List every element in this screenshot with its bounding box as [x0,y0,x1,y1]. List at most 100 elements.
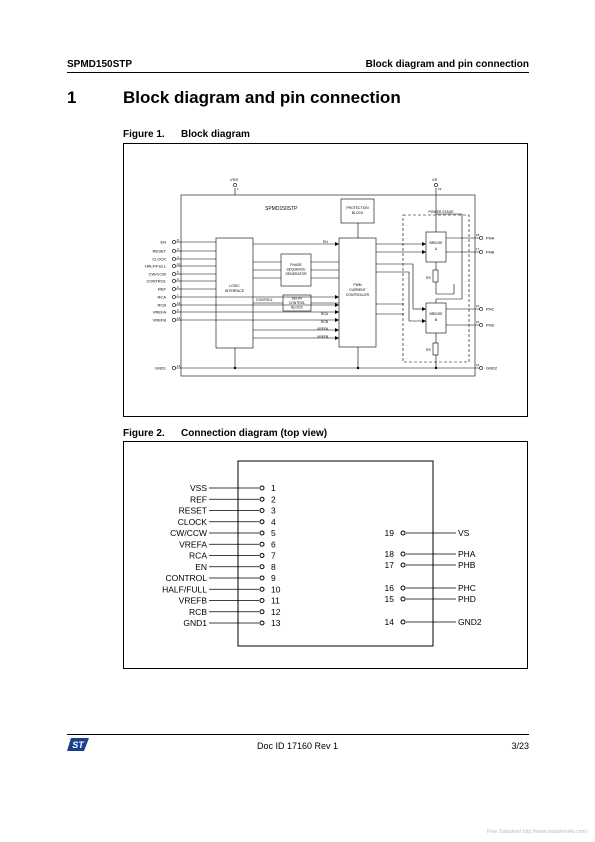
pin-label: RESET [179,506,207,516]
footer-rule [67,734,529,735]
signal-vrefb-label: VREFB [317,335,329,339]
ic-outline [180,194,476,377]
pin-number: 1 [271,483,276,493]
pin-number: 3 [271,506,276,516]
pin-dot [400,551,406,557]
pin-label: CLOCK [178,517,208,527]
delay-label-line: BLOCK [291,306,303,310]
signal-vrefa-label: VREFA [317,327,329,331]
delay-label-line: CONTROL [289,301,306,305]
pin-number: 8 [271,562,276,572]
signal-rcb-label: RCB [321,320,329,324]
pin-number: 6 [177,308,179,312]
phase-label-line: SEQUENCE [286,268,306,272]
chip-label: SPMD150STP [265,206,298,212]
logic-label-line: INTERFACE [225,289,245,293]
pin-dot [259,519,265,525]
pin-number: 2 [271,494,276,504]
pin-label: PHA [486,236,495,241]
figure1-title: Block diagram [181,129,250,140]
pin-label: CONTROL [165,573,207,583]
logic-interface-block [215,237,254,349]
section-number: 1 [67,88,77,107]
pin-row: EN 8 [195,562,276,572]
pin-dot [259,508,265,513]
delay-label-line: DELAY [292,297,304,301]
pin-dot [259,586,265,592]
pin-number: 5 [271,528,276,538]
bridge-a-label-line: BRIDGE [430,241,444,245]
protection-block [340,198,375,224]
pin-number: 11 [177,316,180,320]
vss-label: VSS [230,177,238,182]
pin-label: HALF/FULL [145,264,167,269]
section-title: Block diagram and pin connection [123,88,401,107]
pin-number: 9 [271,573,276,583]
pin-dot [400,562,406,568]
pin-number: 6 [271,539,276,549]
pin-dot [400,530,406,536]
pin-circles [172,183,483,370]
pin-row: REF 2 [190,494,276,504]
pin-number: 19 [385,528,395,538]
pin-label: REF [190,494,207,504]
pin-label: CONTROL [146,279,166,284]
rs2-resistor [432,342,439,356]
pin-number: 17 [476,247,480,251]
block-diagram: VSS 1 VS 19 SPMD150STP EN RESET CLOCK HA… [145,177,498,377]
pin-row: GND1 13 [183,618,280,628]
pin-number: 15 [385,594,395,604]
pin-number: 12 [271,607,281,617]
pin-dot [259,553,265,558]
bridge-a-label-line: A [435,247,438,251]
pin-number: 18 [385,549,395,559]
pin-number: 16 [476,304,480,308]
vss-pin-number: 1 [237,187,239,191]
pin-number: 5 [177,270,179,274]
pin-label: GND1 [183,618,207,628]
pin-number: 7 [271,551,276,561]
pin-dot [259,541,265,547]
pin-dot [259,609,265,615]
logic-label-line: LOGIC [229,284,240,288]
pin-number: 3 [177,247,179,251]
pwm-controller-block [338,237,377,348]
signal-en-label: EN [323,240,328,244]
pin-number: 13 [177,364,181,368]
pin-dot [259,575,265,581]
pin-label: PHC [458,583,476,593]
gnd2-label: GND2 [486,366,498,371]
pin-label: PHD [486,323,495,328]
protection-label-line: BLOCK [352,211,364,215]
pwm-label-line: PWM [353,283,361,287]
signal-rca-label: RCA [321,312,329,316]
pin-number: 4 [177,255,179,259]
pin-row: VSS 1 [190,483,276,493]
figure2-title: Connection diagram (top view) [181,428,328,439]
pin-label: CLOCK [152,257,166,262]
pin-label: EN [195,562,207,572]
pin-label: VREFB [153,318,167,323]
pin-label: VSS [190,483,207,493]
figure1-frame: VSS 1 VS 19 SPMD150STP EN RESET CLOCK HA… [123,143,528,417]
pin-dot [259,564,265,570]
protection-label-line: PROTECTION [346,206,369,210]
pin-number: 14 [385,617,395,627]
pwm-label-line: CURRENT [349,288,366,292]
arrow-heads [335,242,426,340]
pin-dot [400,596,406,602]
pin-number: 13 [271,618,281,628]
pin-label: VREFB [179,596,208,606]
watermark-text: Free Datasheet http://www.datasheet4u.co… [486,829,587,835]
